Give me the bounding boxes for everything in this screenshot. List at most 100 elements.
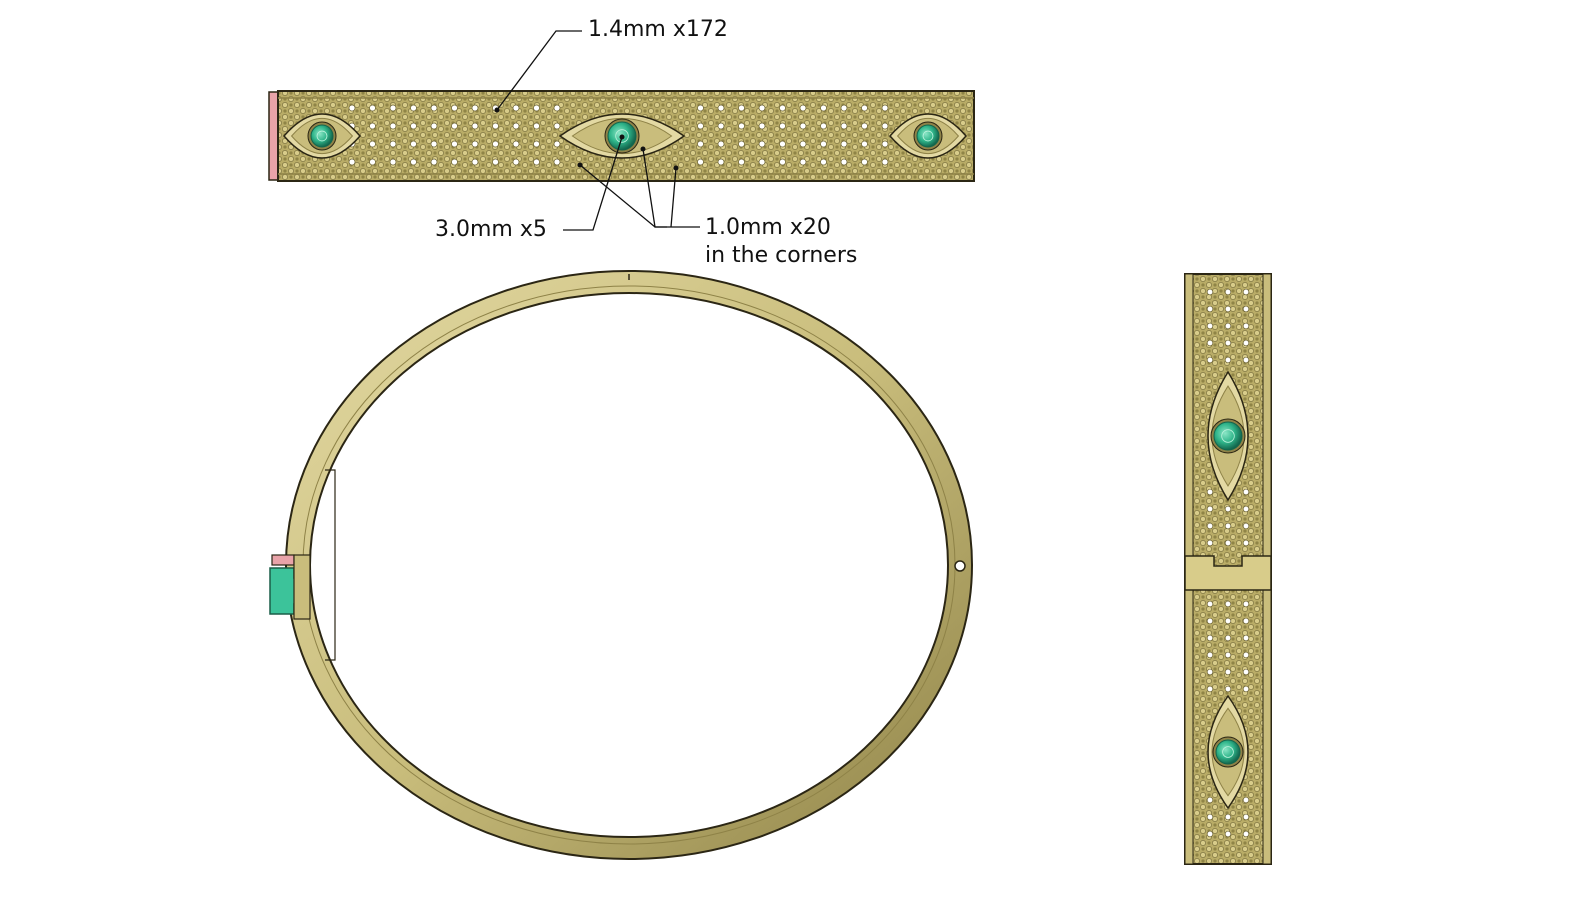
diamond-stone xyxy=(697,140,704,148)
diamond-stone xyxy=(1224,522,1232,530)
diamond-stone xyxy=(1224,339,1232,347)
diamond-stone xyxy=(430,122,438,130)
diamond-stone xyxy=(717,104,725,112)
diamond-stone xyxy=(758,122,766,130)
clasp-pink-tab xyxy=(271,554,295,566)
diamond-stone xyxy=(553,122,561,130)
diamond-stone xyxy=(779,140,786,148)
front-oval-view xyxy=(269,270,974,860)
diamond-stone xyxy=(779,104,786,112)
diamond-stone xyxy=(348,158,356,166)
diamond-stone xyxy=(820,140,827,148)
diamond-stone xyxy=(1206,830,1214,838)
arrowhead-center xyxy=(619,134,625,140)
diamond-stone xyxy=(512,158,520,166)
diamond-stone xyxy=(758,104,766,112)
top-band-diamond-rows xyxy=(348,104,889,166)
diamond-stone xyxy=(410,140,417,148)
side-upper-emerald-stone xyxy=(1213,421,1243,451)
diamond-stone xyxy=(697,158,704,166)
top-right-emerald-stone xyxy=(916,124,940,148)
diamond-stone xyxy=(1242,505,1250,513)
leader-corner-c xyxy=(670,167,677,228)
top-left-emerald-facet xyxy=(316,130,328,142)
arrowhead-corner-c xyxy=(673,165,679,171)
diamond-stone xyxy=(1224,356,1232,364)
diamond-stone xyxy=(1242,813,1250,821)
diamond-stone xyxy=(471,140,479,148)
side-lower-emerald-facet xyxy=(1222,746,1234,758)
diamond-stone xyxy=(410,104,417,112)
diamond-stone xyxy=(1242,339,1250,347)
diamond-stone xyxy=(1242,651,1250,659)
diamond-stone xyxy=(451,122,458,130)
callout-small-stones: 1.4mm x172 xyxy=(588,17,728,42)
diamond-stone xyxy=(799,122,807,130)
diamond-stone xyxy=(451,158,458,166)
diamond-stone xyxy=(553,158,561,166)
side-upper-eye xyxy=(1207,370,1249,502)
diamond-stone xyxy=(1206,685,1214,693)
diamond-stone xyxy=(471,104,479,112)
callout-corner-line1: 1.0mm x20 xyxy=(705,215,831,240)
diamond-stone xyxy=(1242,322,1250,330)
diamond-stone xyxy=(1242,600,1250,608)
diamond-stone xyxy=(840,140,848,148)
diamond-stone xyxy=(1224,668,1232,676)
bangle-ring xyxy=(284,270,974,860)
diamond-stone xyxy=(861,158,868,166)
diamond-stone xyxy=(1224,830,1232,838)
callout-corner-stones: 1.0mm x20 in the corners xyxy=(705,214,857,270)
diamond-stone xyxy=(881,122,889,130)
diamond-stone xyxy=(389,158,397,166)
diamond-stone xyxy=(533,158,540,166)
diamond-stone xyxy=(1206,522,1214,530)
side-upper-emerald-facet xyxy=(1221,429,1235,443)
diamond-stone xyxy=(717,158,725,166)
diamond-stone xyxy=(861,122,868,130)
arrowhead-corner-b xyxy=(640,146,646,152)
diamond-stone xyxy=(1224,600,1232,608)
side-lower-emerald-stone xyxy=(1215,739,1241,765)
diamond-stone xyxy=(1206,668,1214,676)
diamond-stone xyxy=(1242,685,1250,693)
diamond-stone xyxy=(1206,322,1214,330)
diamond-stone xyxy=(717,140,725,148)
diamond-stone xyxy=(1224,305,1232,313)
arrowhead-small xyxy=(494,107,500,113)
clasp-body xyxy=(293,554,311,620)
diamond-stone xyxy=(451,140,458,148)
diamond-stone xyxy=(881,140,889,148)
leader-small-stones xyxy=(496,30,582,111)
diamond-stone xyxy=(1224,651,1232,659)
diamond-stone xyxy=(881,104,889,112)
diamond-stone xyxy=(779,158,786,166)
diamond-stone xyxy=(410,158,417,166)
diamond-stone xyxy=(451,104,458,112)
diamond-stone xyxy=(840,122,848,130)
diamond-stone xyxy=(369,122,376,130)
top-center-emerald-facet xyxy=(615,129,629,143)
diamond-stone xyxy=(1224,505,1232,513)
diamond-stone xyxy=(492,122,499,130)
diamond-stone xyxy=(758,158,766,166)
hinge-pin-circle xyxy=(954,560,966,572)
diamond-stone xyxy=(738,104,745,112)
top-right-emerald-facet xyxy=(922,130,934,142)
diamond-stone xyxy=(1242,668,1250,676)
diamond-stone xyxy=(1206,305,1214,313)
diamond-stone xyxy=(389,104,397,112)
diamond-stone xyxy=(820,104,827,112)
diamond-stone xyxy=(738,158,745,166)
diamond-stone xyxy=(512,122,520,130)
diamond-stone xyxy=(1206,356,1214,364)
diamond-stone xyxy=(779,122,786,130)
diamond-stone xyxy=(471,158,479,166)
diamond-stone xyxy=(430,140,438,148)
diamond-stone xyxy=(861,104,868,112)
diamond-stone xyxy=(369,140,376,148)
diamond-stone xyxy=(697,104,704,112)
arrowhead-corner-a xyxy=(577,162,583,168)
